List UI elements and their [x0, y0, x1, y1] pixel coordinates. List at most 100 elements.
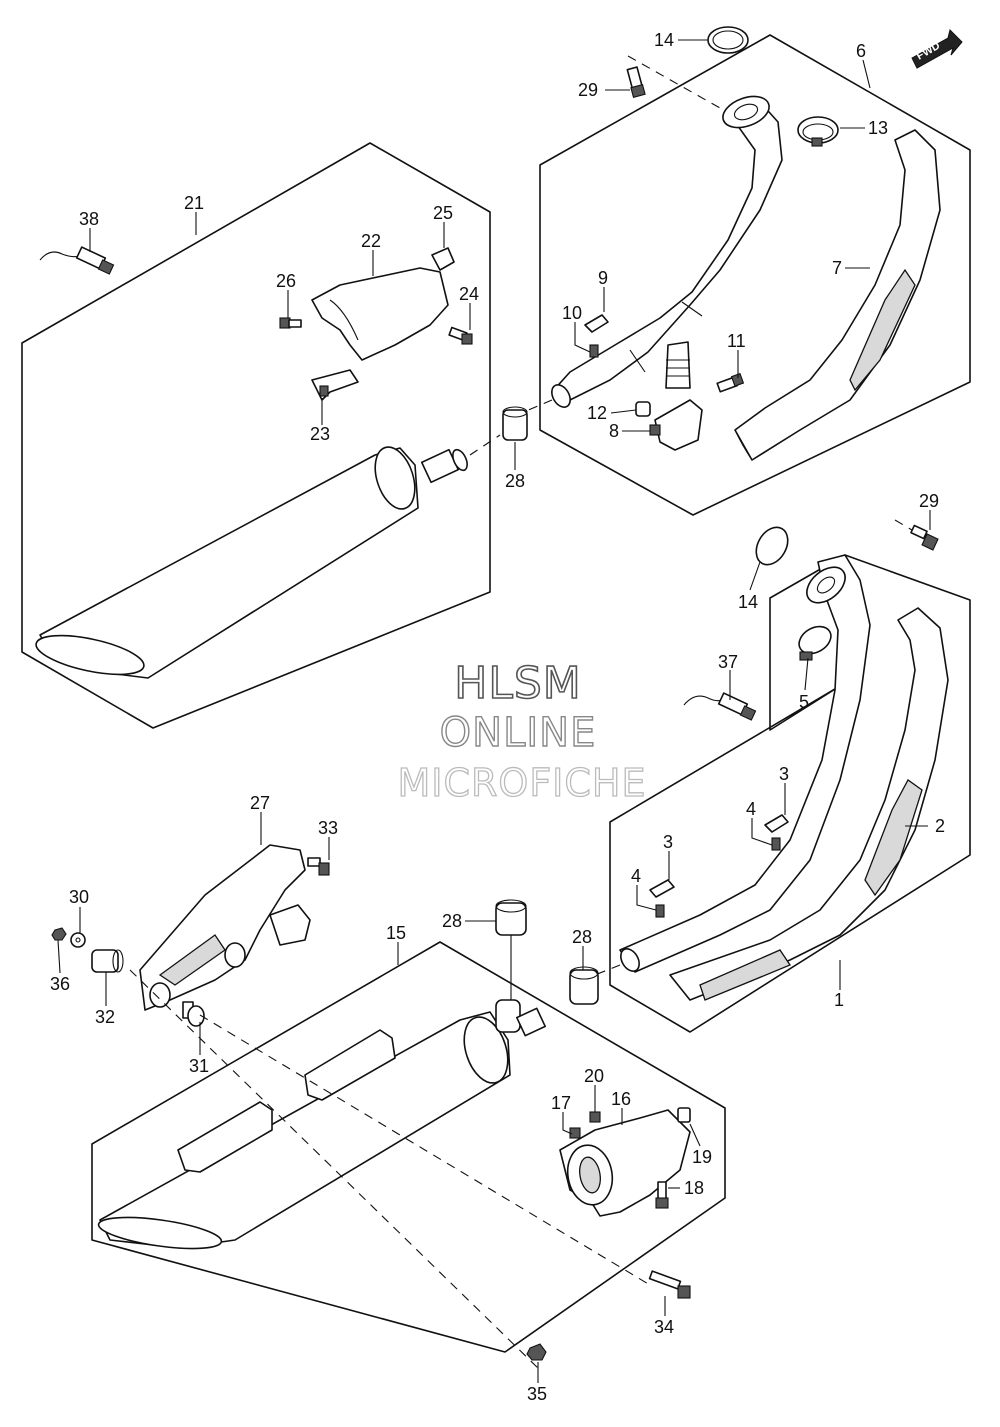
callout-17: 17 [551, 1093, 571, 1113]
guide-line-31-34 [199, 1014, 651, 1286]
bolt-29-icon [626, 66, 646, 99]
callout-31: 31 [189, 1056, 209, 1076]
bolt-24-icon [448, 326, 473, 345]
sensor-38-icon [39, 246, 115, 275]
screw-17-icon [569, 1127, 581, 1139]
callout-36: 36 [50, 974, 70, 994]
callout-3b: 3 [663, 832, 673, 852]
callout-24: 24 [459, 284, 479, 304]
watermark-line-1: HLSM [454, 658, 582, 709]
clamp-5-icon [798, 625, 832, 661]
clip-3a-icon [764, 814, 789, 833]
heat-shield-7-icon [734, 129, 941, 461]
watermark-line-2: ONLINE [440, 710, 597, 756]
callout-8: 8 [609, 421, 619, 441]
muffler-15-icon [97, 999, 546, 1250]
clamp-23-icon [311, 369, 359, 401]
damper-32-icon [91, 949, 124, 973]
callout-28c: 28 [572, 927, 592, 947]
callout-2: 2 [935, 816, 945, 836]
clamp-13-icon [797, 116, 839, 147]
grommet-12-icon [635, 401, 651, 417]
callout-7: 7 [832, 258, 842, 278]
muffler-21-icon [35, 446, 468, 679]
callout-4b: 4 [631, 866, 641, 886]
clip-9-icon [584, 314, 609, 333]
callout-27: 27 [250, 793, 270, 813]
callout-28b: 28 [442, 911, 462, 931]
callout-14a: 14 [654, 30, 674, 50]
callout-26: 26 [276, 271, 296, 291]
callout-23: 23 [310, 424, 330, 444]
screw-4b-icon [655, 904, 665, 918]
guide-line-6-28 [504, 399, 553, 421]
callout-3a: 3 [779, 764, 789, 784]
callout-14b: 14 [738, 592, 758, 612]
connector-28-lower-icon [495, 899, 527, 936]
watermark-line-3: MICROFICHE [397, 761, 646, 805]
bolt-26-icon [279, 317, 302, 329]
callout-37: 37 [718, 652, 738, 672]
callout-20: 20 [584, 1066, 604, 1086]
sensor-37-icon [683, 692, 757, 721]
bolt-11-icon [716, 372, 745, 393]
washer-30-icon [70, 932, 86, 948]
callout-21: 21 [184, 193, 204, 213]
clip-19-icon [677, 1107, 691, 1123]
gasket-14b-icon [755, 526, 789, 566]
exhaust-pipe-1-icon [619, 554, 871, 973]
group-box-21 [21, 142, 491, 729]
callout-38: 38 [79, 209, 99, 229]
gasket-14-inner-icon [712, 30, 744, 50]
bolt-31-icon [182, 1001, 205, 1027]
heat-shield-22-icon [311, 247, 455, 361]
callout-5: 5 [799, 692, 809, 712]
callout-18: 18 [684, 1178, 704, 1198]
group-box-1 [609, 554, 971, 1033]
callout-19: 19 [692, 1147, 712, 1167]
callout-33: 33 [318, 818, 338, 838]
heat-shield-2-icon [669, 607, 949, 1001]
fwd-arrow-icon: FWD [911, 29, 963, 69]
bolt-29b-icon [910, 524, 939, 551]
callout-25: 25 [433, 203, 453, 223]
screw-4a-icon [771, 837, 781, 851]
guide-line-29b [894, 519, 913, 531]
exhaust-pipe-6-icon [551, 95, 783, 408]
connector-28-right-icon [569, 966, 599, 1005]
callout-22: 22 [361, 231, 381, 251]
heat-shield-16-icon [559, 1109, 691, 1217]
callout-10: 10 [562, 303, 582, 323]
callout-1: 1 [834, 990, 844, 1010]
leader-lines [57, 39, 931, 1383]
bolt-20-icon [589, 1111, 601, 1123]
group-box-6 [539, 34, 971, 516]
guide-line-29 [627, 55, 721, 109]
bracket-8-icon [649, 399, 703, 451]
callout-34: 34 [654, 1317, 674, 1337]
bolt-18-icon [655, 1181, 669, 1209]
callout-30: 30 [69, 887, 89, 907]
bolt-34-icon [648, 1270, 691, 1299]
bolt-33-icon [307, 857, 330, 876]
callout-29b: 29 [919, 491, 939, 511]
connector-28-upper-icon [502, 406, 528, 441]
group-box-15 [91, 941, 726, 1353]
callout-12: 12 [587, 403, 607, 423]
nut-35-icon [526, 1343, 547, 1361]
callout-6: 6 [856, 41, 866, 61]
callout-32: 32 [95, 1007, 115, 1027]
nut-36-icon [51, 927, 67, 941]
callout-4a: 4 [746, 799, 756, 819]
clip-3b-icon [649, 879, 675, 898]
callout-13: 13 [868, 118, 888, 138]
guide-line-1-28 [594, 964, 621, 976]
guide-line-21-28 [469, 434, 501, 456]
callout-28a: 28 [505, 471, 525, 491]
callout-15: 15 [386, 923, 406, 943]
bracket-27-icon [139, 844, 311, 1011]
watermark: HLSM ONLINE MICROFICHE [397, 657, 646, 805]
screw-10-icon [589, 344, 599, 358]
callout-29a: 29 [578, 80, 598, 100]
